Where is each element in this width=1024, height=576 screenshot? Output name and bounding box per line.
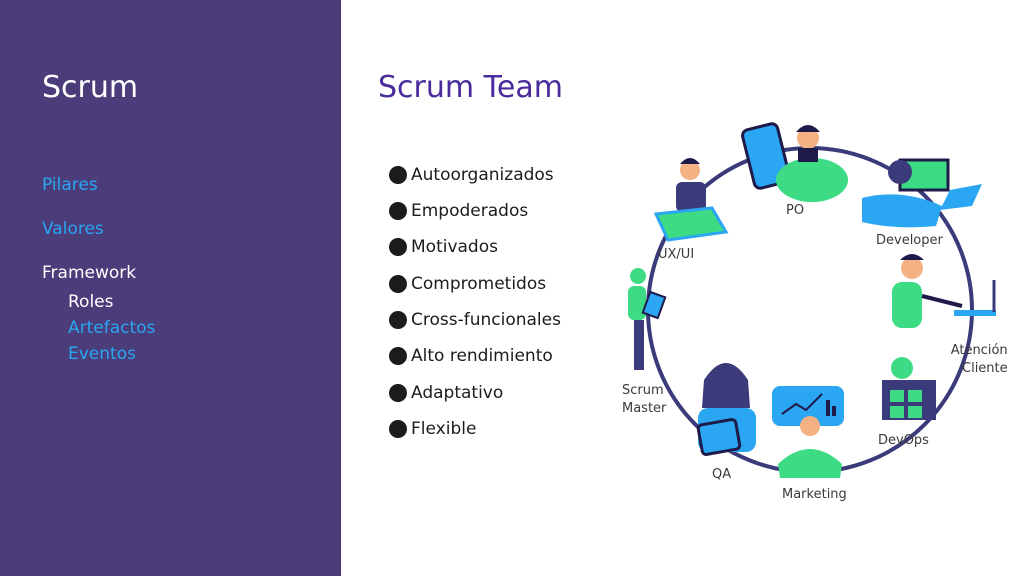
role-label-qa: QA [712,467,732,482]
sidebar-item-roles[interactable]: Roles [68,292,114,312]
list-item-label: Motivados [411,237,498,257]
list-item-label: Autoorganizados [411,165,554,185]
list-item: Alto rendimiento [389,346,553,366]
role-label-developer: Developer [876,233,943,248]
page-title: Scrum Team [378,70,563,105]
sidebar: Scrum Pilares Valores Framework Roles Ar… [0,0,341,576]
list-item-label: Alto rendimiento [411,346,553,366]
list-item: Autoorganizados [389,165,554,185]
sidebar-item-eventos[interactable]: Eventos [68,344,136,364]
list-item: Motivados [389,237,498,257]
sidebar-title: Scrum [42,70,139,105]
role-label-ux-ui: UX/UI [658,247,695,262]
list-item-label: Flexible [411,419,477,439]
qa-person-icon [696,363,756,456]
role-label-atencion-cliente: Atención Cliente [950,342,1008,378]
role-label-scrum-line1: Scrum [622,383,664,398]
sidebar-item-framework[interactable]: Framework [42,263,137,283]
list-item: Empoderados [389,201,528,221]
sidebar-item-artefactos[interactable]: Artefactos [68,318,156,338]
role-label-scrum-line2: Master [622,401,667,416]
scrum-master-person-icon [628,268,667,370]
ux-ui-person-icon [653,158,729,242]
bullet-dot-icon [389,238,407,256]
bullet-dot-icon [389,311,407,329]
role-label-marketing: Marketing [782,487,847,502]
list-item-label: Empoderados [411,201,529,221]
role-label-devops: DevOps [878,433,929,448]
team-circle-illustration [628,122,996,478]
devops-person-icon [882,357,936,420]
scrum-team-diagram: PO UX/UI Developer Atención Cliente Scru… [600,118,1020,518]
bullet-dot-icon [389,347,407,365]
bullet-dot-icon [389,202,407,220]
sidebar-item-pilares[interactable]: Pilares [42,175,98,195]
bullet-dot-icon [389,420,407,438]
role-label-po: PO [786,203,805,218]
role-label-atencion-line1: Atención [950,343,1008,358]
sidebar-item-valores[interactable]: Valores [42,219,104,239]
list-item-label: Cross-funcionales [411,310,561,330]
list-item-label: Comprometidos [411,274,547,294]
list-item: Comprometidos [389,274,546,294]
bullet-dot-icon [389,384,407,402]
role-label-atencion-line2: Cliente [962,361,1008,376]
bullet-dot-icon [389,166,407,184]
list-item-label: Adaptativo [411,383,504,403]
list-item: Cross-funcionales [389,310,561,330]
bullet-dot-icon [389,275,407,293]
customer-support-person-icon [892,254,996,328]
list-item: Flexible [389,419,476,439]
list-item: Adaptativo [389,383,503,403]
po-person-icon [741,122,848,202]
marketing-person-icon [772,386,844,478]
developer-person-icon [862,158,982,228]
role-label-scrum-master: Scrum Master [622,382,666,418]
